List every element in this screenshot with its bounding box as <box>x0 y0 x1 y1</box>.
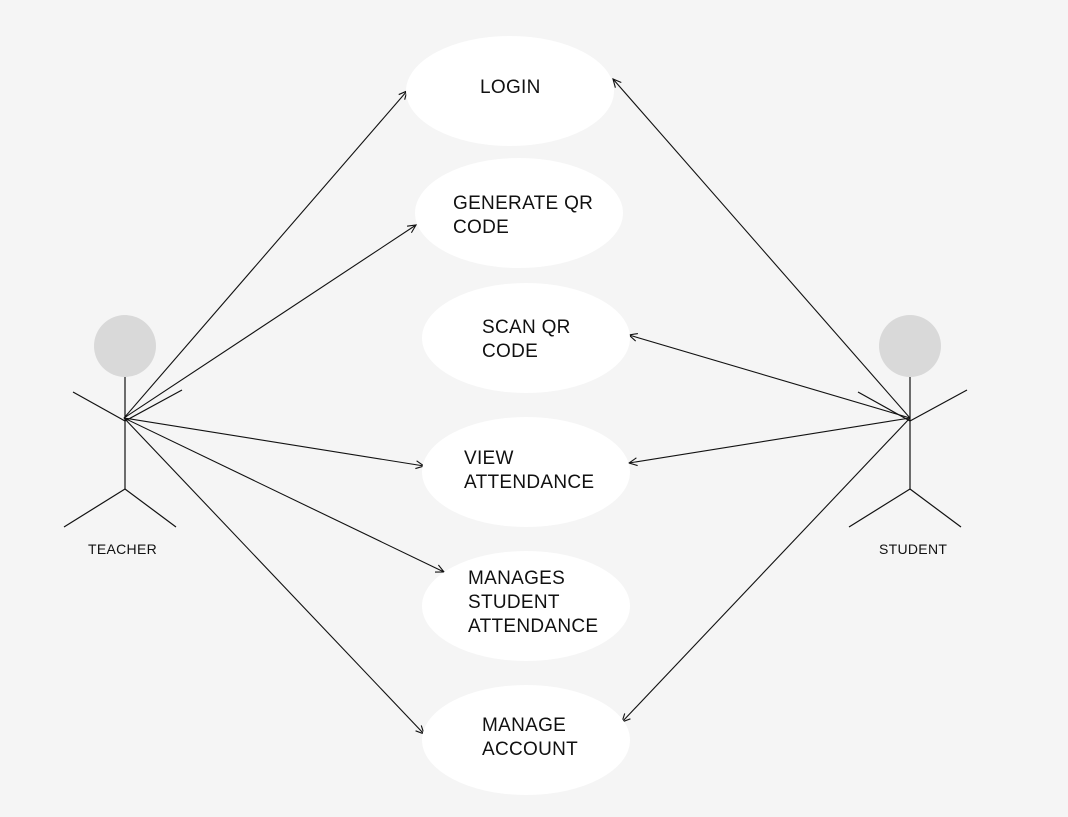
use-case-ellipse-login <box>406 36 614 146</box>
use-case-label-line: SCAN QR <box>482 317 571 338</box>
arrowhead-teacher-generate-qr-code <box>407 224 418 234</box>
actor-student <box>848 315 968 528</box>
actor-label-student: STUDENT <box>879 541 948 557</box>
use-case-label-line: ACCOUNT <box>482 739 579 760</box>
use-case-ellipse-scan-qr-code <box>422 283 630 393</box>
use-case-nodes <box>406 36 630 795</box>
use-case-label-line: GENERATE QR <box>453 193 594 214</box>
actor-right-leg <box>124 488 177 528</box>
actor-label-teacher: TEACHER <box>88 541 157 557</box>
use-case-ellipse-manage-account <box>422 685 630 795</box>
association-teacher-view-attendance <box>123 417 425 467</box>
actors <box>63 315 968 528</box>
arrowhead-student-login <box>612 78 622 88</box>
association-student-scan-qr-code <box>628 334 911 419</box>
association-teacher-manage-account <box>123 417 425 735</box>
use-case-label-line: MANAGES <box>468 568 566 589</box>
use-case-label-line: STUDENT <box>468 592 560 613</box>
use-case-label-line: ATTENDANCE <box>468 616 599 637</box>
use-case-ellipse-generate-qr-code <box>415 158 623 268</box>
use-case-label-line: MANAGE <box>482 715 567 736</box>
actor-head-icon <box>879 315 941 377</box>
actor-left-arm <box>857 391 911 422</box>
actor-head-icon <box>94 315 156 377</box>
use-case-label-line: CODE <box>482 341 539 362</box>
actor-right-arm <box>909 389 968 422</box>
use-case-label-manages-student-attendance: MANAGES STUDENT ATTENDANCE <box>468 567 598 639</box>
actor-left-leg <box>848 488 911 528</box>
actor-left-arm <box>72 391 126 422</box>
use-case-label-line: VIEW <box>464 448 514 469</box>
actor-left-leg <box>63 488 126 528</box>
actor-right-leg <box>909 488 962 528</box>
association-lines <box>123 78 911 735</box>
use-case-label-line: LOGIN <box>480 77 541 98</box>
use-case-label-line: ATTENDANCE <box>464 472 595 493</box>
use-case-label-view-attendance: VIEW ATTENDANCE <box>464 447 594 495</box>
arrowhead-teacher-manages-student-attendance <box>434 564 446 573</box>
use-case-label-line: CODE <box>453 217 510 238</box>
use-case-ellipse-manages-student-attendance <box>422 551 630 661</box>
actor-teacher <box>63 315 183 528</box>
association-teacher-manages-student-attendance <box>123 417 445 573</box>
use-case-label-manage-account: MANAGE ACCOUNT <box>482 714 578 762</box>
association-student-view-attendance <box>628 417 911 464</box>
association-student-manage-account <box>621 417 911 723</box>
arrowhead-student-view-attendance <box>627 457 638 467</box>
actor-right-arm <box>124 389 183 422</box>
use-case-label-scan-qr-code: SCAN QR CODE <box>482 316 571 364</box>
use-case-ellipse-view-attendance <box>422 417 630 527</box>
association-teacher-generate-qr-code <box>123 224 417 419</box>
use-case-label-login: LOGIN <box>480 76 541 100</box>
association-student-login <box>612 78 911 419</box>
use-case-label-generate-qr-code: GENERATE QR CODE <box>453 192 593 240</box>
association-teacher-login <box>123 90 408 419</box>
